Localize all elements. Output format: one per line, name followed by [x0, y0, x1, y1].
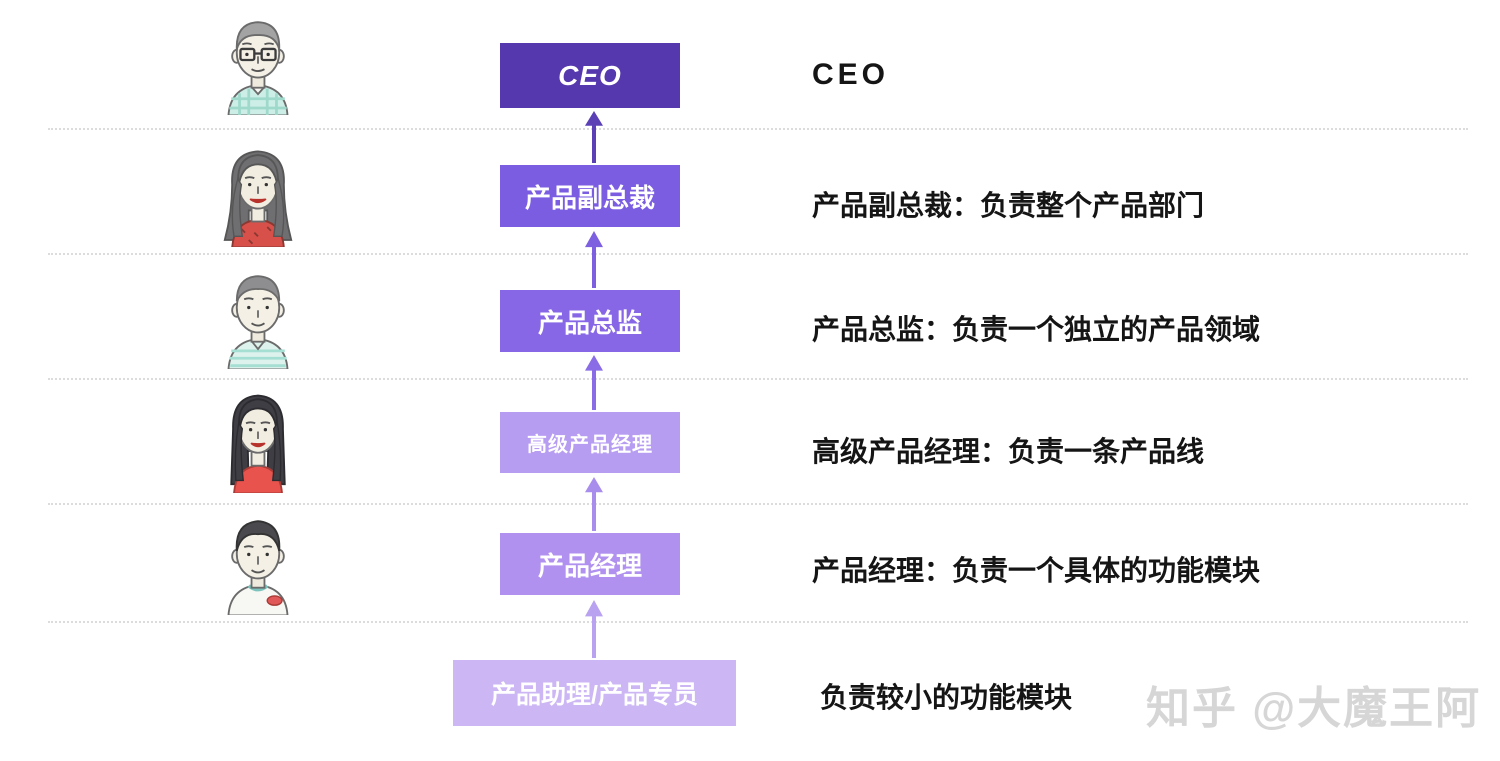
up-arrow-icon: [581, 231, 607, 288]
level-box-label: 产品副总裁: [524, 182, 655, 213]
up-arrow-icon: [581, 355, 607, 410]
level-description-product-manager: 产品经理：负责一个具体的功能模块: [812, 555, 1261, 586]
level-description-senior-product-manager: 高级产品经理：负责一条产品线: [812, 436, 1205, 467]
avatar-woman-wavy-hair-icon: [210, 144, 306, 248]
level-box-label: 高级产品经理: [527, 434, 653, 456]
up-arrow-icon: [581, 600, 607, 658]
up-arrow-icon: [581, 477, 607, 531]
watermark: 知乎 @大魔王阿: [1146, 684, 1482, 733]
avatar-man-white-tee-icon: [210, 512, 306, 616]
level-box-label: 产品助理/产品专员: [491, 681, 698, 709]
row-divider: [48, 378, 1468, 380]
avatar-woman-straight-hair-icon: [210, 390, 306, 494]
row-divider: [48, 253, 1468, 255]
level-box-vp-of-product: 产品副总裁: [500, 165, 680, 227]
level-box-product-assistant: 产品助理/产品专员: [453, 660, 736, 726]
level-box-label: CEO: [558, 59, 622, 91]
level-description-ceo: CEO: [812, 58, 890, 91]
avatar-man-glasses-icon: [210, 12, 306, 116]
level-box-product-manager: 产品经理: [500, 533, 680, 595]
avatar-man-striped-shirt-icon: [210, 266, 306, 370]
level-box-label: 产品经理: [537, 550, 642, 581]
level-description-vp-of-product: 产品副总裁：负责整个产品部门: [812, 190, 1205, 221]
row-divider: [48, 503, 1468, 505]
row-divider: [48, 621, 1468, 623]
up-arrow-icon: [581, 111, 607, 163]
level-box-product-director: 产品总监: [500, 290, 680, 352]
level-box-senior-product-manager: 高级产品经理: [500, 412, 680, 473]
level-box-ceo: CEO: [500, 43, 680, 108]
level-description-product-assistant: 负责较小的功能模块: [820, 682, 1073, 713]
row-divider: [48, 128, 1468, 130]
level-description-product-director: 产品总监：负责一个独立的产品领域: [812, 314, 1261, 345]
level-box-label: 产品总监: [537, 307, 642, 338]
